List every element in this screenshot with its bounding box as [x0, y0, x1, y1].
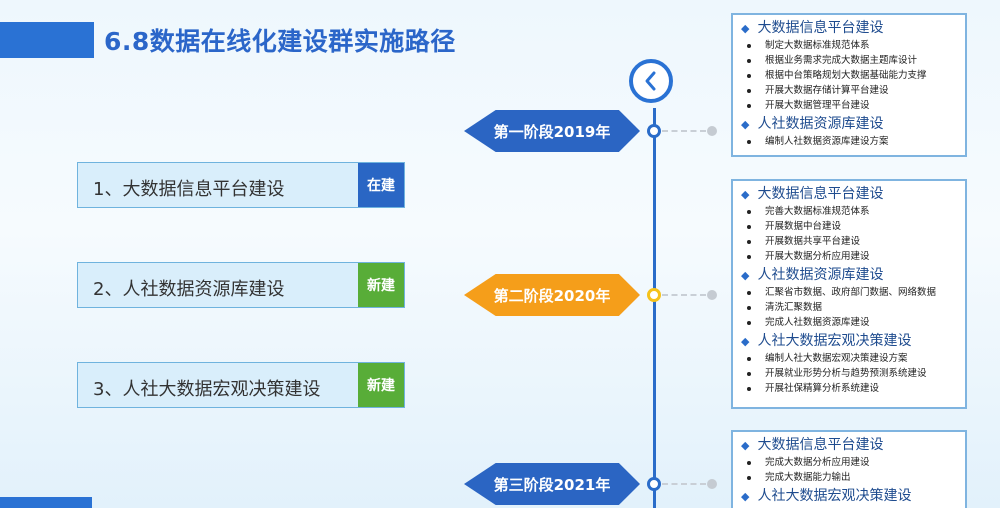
- item-macro-decision[interactable]: 3、人社大数据宏观决策建设 新建: [77, 362, 405, 408]
- list-item: 完成大数据能力输出: [741, 470, 957, 485]
- stage-2-panel: ◆ 大数据信息平台建设 完善大数据标准规范体系 开展数据中台建设 开展数据共享平台…: [731, 179, 967, 409]
- section-title: 人社大数据宏观决策建设: [757, 333, 912, 349]
- section-title: 人社数据资源库建设: [757, 116, 884, 132]
- list-item: 完善大数据标准规范体系: [741, 204, 957, 219]
- item-label: 3、人社大数据宏观决策建设: [93, 379, 321, 400]
- list-item: 开展大数据存储计算平台建设: [741, 83, 957, 98]
- stage-1-panel: ◆大数据信息平台建设 制定大数据标准规范体系 根据业务需求完成大数据主题库设计 …: [731, 13, 967, 157]
- list-item: 清洗汇聚数据: [741, 300, 957, 315]
- panel-section: ◆大数据信息平台建设 制定大数据标准规范体系 根据业务需求完成大数据主题库设计 …: [741, 18, 957, 113]
- list-item: 汇聚省市数据、政府部门数据、网络数据: [741, 285, 957, 300]
- diamond-bullet-icon: ◆: [741, 269, 750, 282]
- diamond-bullet-icon: ◆: [741, 22, 750, 35]
- footer-accent-bar: [0, 497, 92, 508]
- list-item: 完成大数据分析应用建设: [741, 455, 957, 470]
- stage-2-connector-end: [707, 290, 717, 300]
- stage-3-connector: [662, 483, 706, 485]
- section-title: 大数据信息平台建设: [757, 437, 884, 453]
- stage-3-panel: ◆ 大数据信息平台建设 完成大数据分析应用建设 完成大数据能力输出 ◆ 人社大数据宏…: [731, 430, 967, 508]
- timeline-line: [653, 108, 656, 508]
- panel-section: ◆ 人社大数据宏观决策建设 编制人社大数据宏观决策建设方案 开展就业形势分析与趋势…: [741, 331, 957, 396]
- stage-1-node: [647, 124, 661, 138]
- stage-2-connector: [662, 294, 706, 296]
- list-item: 开展大数据管理平台建设: [741, 98, 957, 113]
- section-title: 大数据信息平台建设: [757, 20, 884, 36]
- status-badge: 新建: [358, 263, 404, 307]
- item-data-platform[interactable]: 1、大数据信息平台建设 在建: [77, 162, 405, 208]
- panel-section: ◆ 人社数据资源库建设 编制人社数据资源库建设方案: [741, 114, 957, 149]
- list-item: 完成人社数据资源库建设: [741, 315, 957, 330]
- list-item: 开展数据中台建设: [741, 219, 957, 234]
- list-item: 开展就业形势分析与趋势预测系统建设: [741, 366, 957, 381]
- diamond-bullet-icon: ◆: [741, 118, 750, 131]
- clock-icon: [629, 59, 673, 103]
- stage-3-connector-end: [707, 479, 717, 489]
- page-title: 6.8数据在线化建设群实施路径: [104, 27, 456, 56]
- stage-2-node: [647, 288, 661, 302]
- panel-section: ◆ 人社大数据宏观决策建设: [741, 486, 957, 506]
- list-item: 开展社保精算分析系统建设: [741, 381, 957, 396]
- list-item: 制定大数据标准规范体系: [741, 38, 957, 53]
- list-item: 根据中台策略规划大数据基础能力支撑: [741, 68, 957, 83]
- section-title: 大数据信息平台建设: [757, 186, 884, 202]
- stage-2-arrow: 第二阶段2020年: [464, 274, 640, 316]
- item-label: 1、大数据信息平台建设: [93, 179, 285, 200]
- stage-1-arrow: 第一阶段2019年: [464, 110, 640, 152]
- stage-3-node: [647, 477, 661, 491]
- section-title: 人社数据资源库建设: [757, 267, 884, 283]
- list-item: 开展数据共享平台建设: [741, 234, 957, 249]
- status-badge: 新建: [358, 363, 404, 407]
- panel-section: ◆ 大数据信息平台建设 完善大数据标准规范体系 开展数据中台建设 开展数据共享平台…: [741, 184, 957, 264]
- item-label: 2、人社数据资源库建设: [93, 279, 285, 300]
- status-badge: 在建: [358, 163, 404, 207]
- panel-section: ◆ 大数据信息平台建设 完成大数据分析应用建设 完成大数据能力输出: [741, 435, 957, 485]
- diamond-bullet-icon: ◆: [741, 490, 750, 503]
- diamond-bullet-icon: ◆: [741, 188, 750, 201]
- list-item: 开展大数据分析应用建设: [741, 249, 957, 264]
- list-item: 编制人社大数据宏观决策建设方案: [741, 351, 957, 366]
- section-title: 人社大数据宏观决策建设: [757, 488, 912, 504]
- stage-1-connector: [662, 130, 706, 132]
- diamond-bullet-icon: ◆: [741, 439, 750, 452]
- list-item: 根据业务需求完成大数据主题库设计: [741, 53, 957, 68]
- diamond-bullet-icon: ◆: [741, 335, 750, 348]
- stage-3-arrow: 第三阶段2021年: [464, 463, 640, 505]
- title-accent-bar: [0, 22, 94, 58]
- panel-section: ◆ 人社数据资源库建设 汇聚省市数据、政府部门数据、网络数据 清洗汇聚数据 完成人…: [741, 265, 957, 330]
- stage-1-connector-end: [707, 126, 717, 136]
- item-resource-library[interactable]: 2、人社数据资源库建设 新建: [77, 262, 405, 308]
- list-item: 编制人社数据资源库建设方案: [741, 134, 957, 149]
